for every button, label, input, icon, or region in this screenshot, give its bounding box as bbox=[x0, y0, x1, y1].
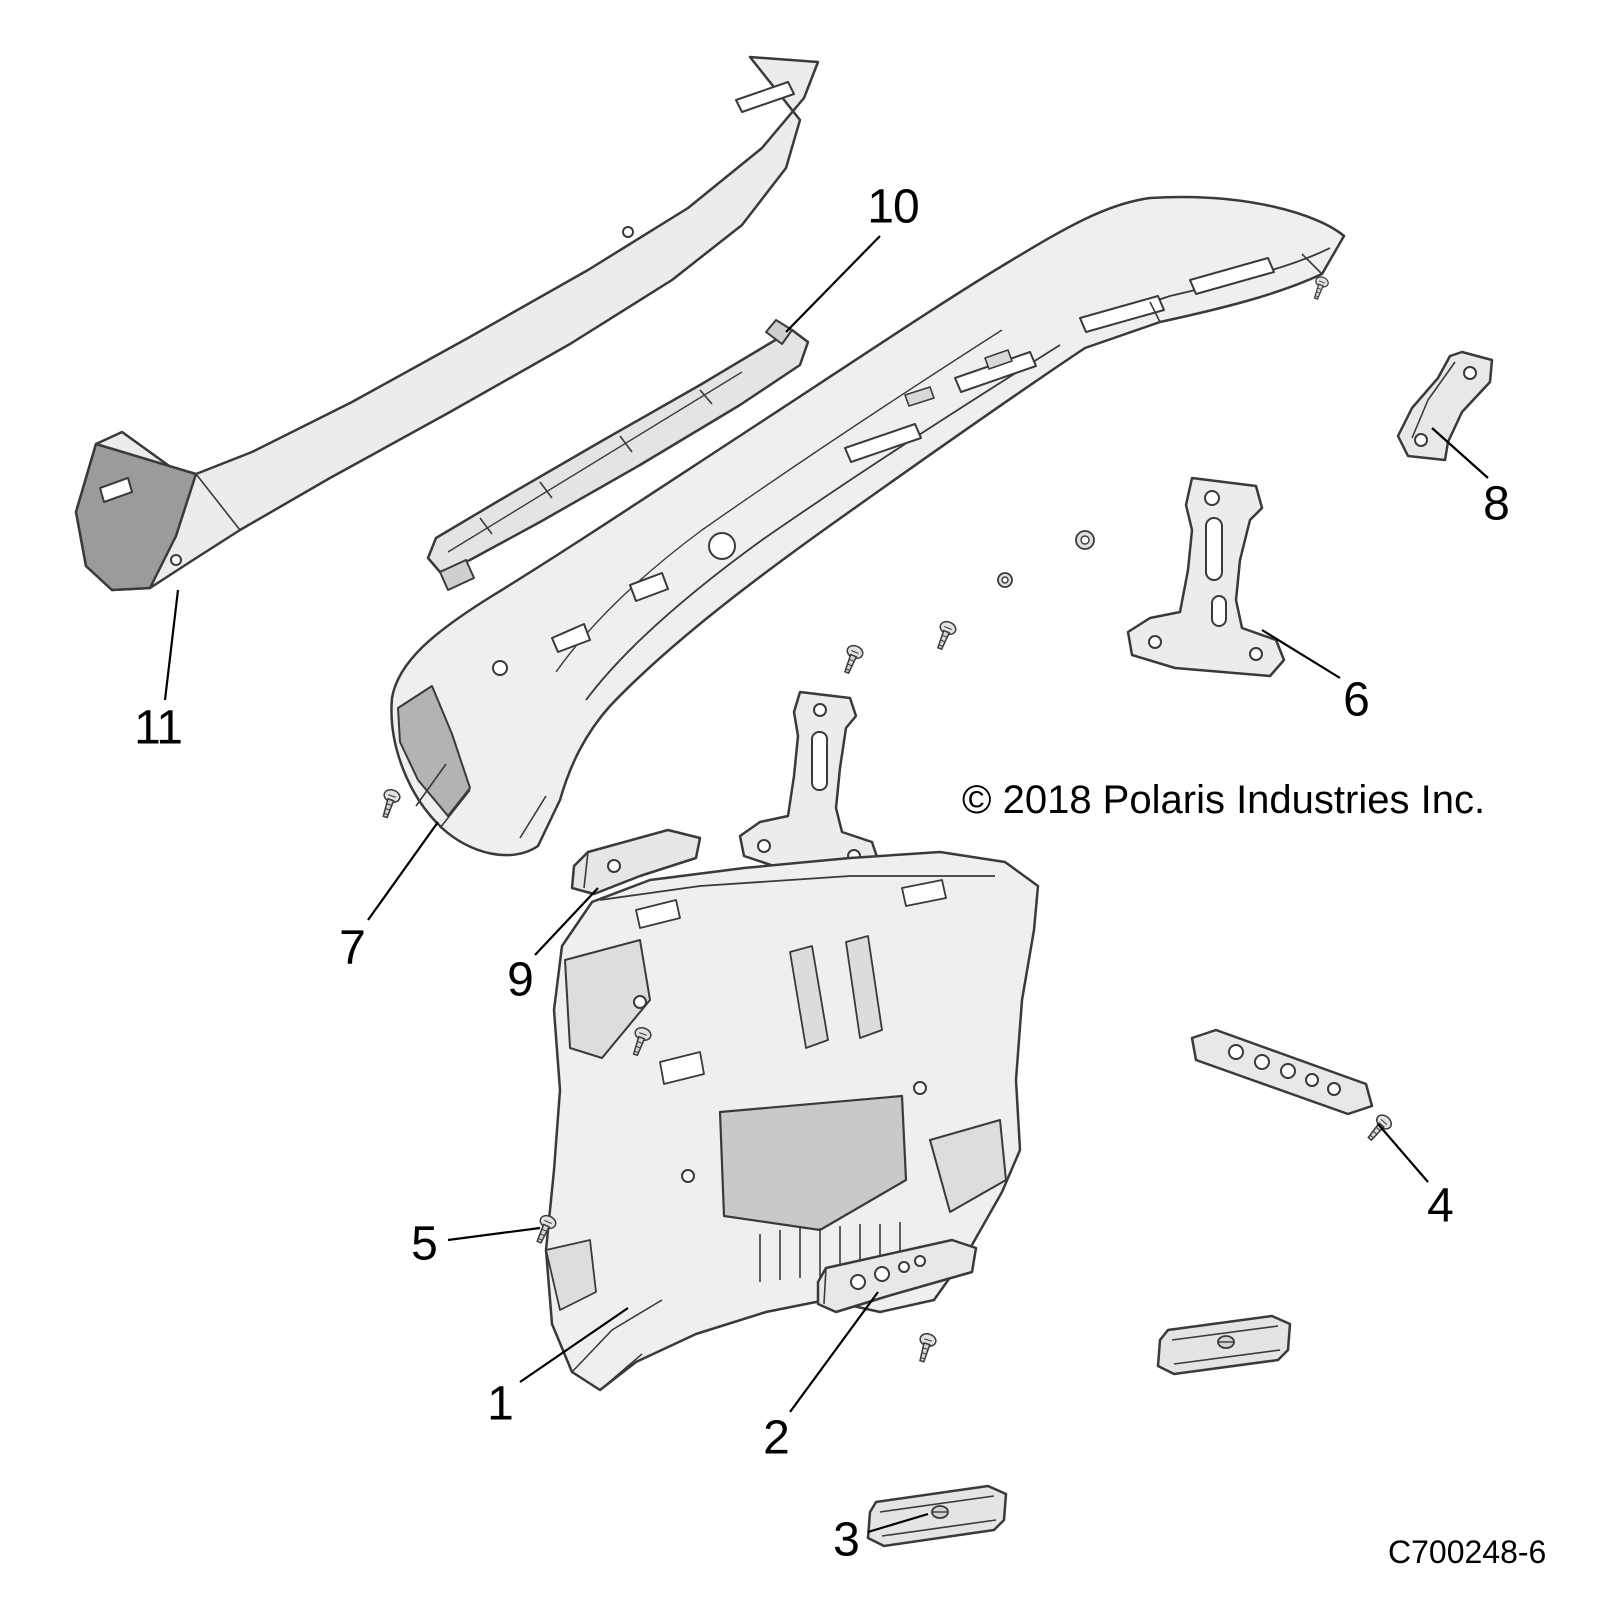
callout-7: 7 bbox=[339, 921, 366, 975]
part-2-mount-strip bbox=[816, 1238, 978, 1314]
callout-3: 3 bbox=[833, 1513, 860, 1567]
screw-icon bbox=[1362, 1111, 1395, 1145]
screw-icon bbox=[931, 618, 959, 653]
callout-11: 11 bbox=[134, 701, 183, 755]
screw-icon bbox=[838, 642, 866, 677]
callout-9: 9 bbox=[507, 953, 534, 1007]
screw-icon bbox=[376, 787, 403, 821]
screw-icon bbox=[913, 1331, 939, 1365]
part-7-upper-bumper-cover bbox=[390, 195, 1346, 857]
part-11-side-trim bbox=[74, 55, 820, 592]
part-10-support-slat bbox=[426, 319, 810, 591]
channel-bracket-right bbox=[1156, 1314, 1292, 1376]
callout-8: 8 bbox=[1483, 477, 1510, 531]
callout-10: 10 bbox=[867, 180, 919, 234]
diagram-code: C700248-6 bbox=[1388, 1534, 1547, 1570]
copyright-text: © 2018 Polaris Industries Inc. bbox=[962, 778, 1486, 822]
part-9-flat-bracket bbox=[570, 828, 702, 896]
part-6-support-bracket bbox=[1126, 476, 1286, 678]
callout-4: 4 bbox=[1427, 1179, 1454, 1233]
bracket-center-vertical bbox=[738, 690, 880, 878]
washer-icon bbox=[997, 572, 1013, 588]
part-3-channel-bracket bbox=[866, 1484, 1008, 1548]
washer-icon bbox=[1075, 530, 1095, 550]
callout-6: 6 bbox=[1343, 673, 1370, 727]
callout-2: 2 bbox=[763, 1411, 790, 1465]
callout-5: 5 bbox=[411, 1217, 438, 1271]
part-8-corner-bracket bbox=[1396, 350, 1494, 462]
fastener-screws bbox=[376, 274, 1395, 1365]
callout-1: 1 bbox=[487, 1377, 514, 1431]
leader-lines bbox=[163, 235, 1489, 1534]
part-1-lower-bumper-body bbox=[544, 850, 1040, 1392]
part-4-mount-strip bbox=[1190, 1028, 1374, 1116]
